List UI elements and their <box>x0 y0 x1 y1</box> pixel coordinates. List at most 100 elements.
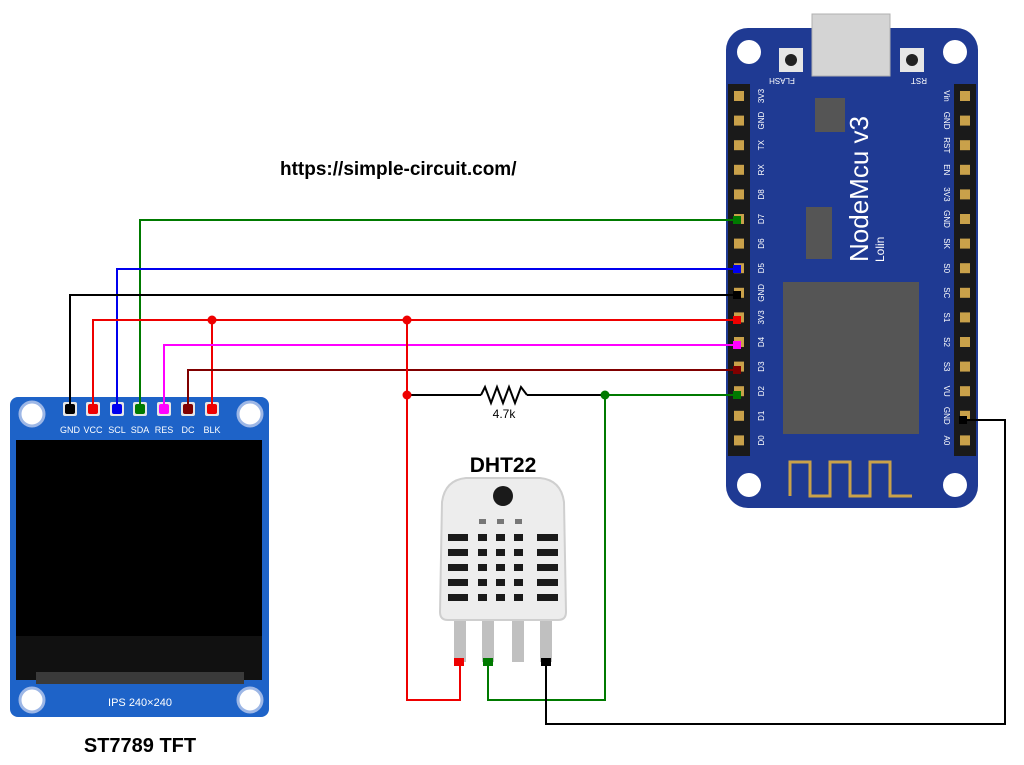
wire-gnd-gnd <box>69 294 737 409</box>
grille-slot <box>478 564 487 571</box>
pin-cap-3v3 <box>733 316 741 324</box>
pin-cap-d7 <box>733 216 741 224</box>
header-pin <box>734 91 744 101</box>
tft-caption: ST7789 TFT <box>84 735 196 757</box>
header-pin <box>960 214 970 224</box>
tft-pin-label: SCL <box>108 425 126 435</box>
wire-res-d4 <box>163 344 737 409</box>
esp-module <box>783 282 919 434</box>
pin-cap-d2 <box>733 391 741 399</box>
header-pin <box>960 410 970 421</box>
right-pin-label: RST <box>942 137 951 153</box>
grille-slot <box>448 564 468 571</box>
junction-dot <box>207 315 217 325</box>
header-pin <box>734 164 744 175</box>
left-pin-label: 3V3 <box>757 88 766 103</box>
mount-hole <box>737 40 761 64</box>
mount-hole <box>18 400 46 428</box>
grille-slot <box>514 579 523 586</box>
grille-slot <box>478 534 487 541</box>
header-pin <box>960 164 970 175</box>
header-pin <box>734 238 744 249</box>
dht22-grille <box>448 519 558 601</box>
header-pin <box>960 386 970 397</box>
mount-hole <box>18 686 46 714</box>
wires <box>69 219 1006 725</box>
grille-slot <box>537 549 558 556</box>
nodemcu-subtitle: Lolin <box>873 237 887 262</box>
dht22-label: DHT22 <box>470 454 537 477</box>
grille-slot <box>514 549 523 556</box>
nodemcu-title: NodeMcu v3 <box>844 116 874 262</box>
left-pin-label: GND <box>757 284 766 302</box>
header-pin <box>734 410 744 421</box>
wire-d2-data <box>487 394 737 701</box>
right-pin-label: Vin <box>942 90 951 101</box>
wire-vcc-3v3 <box>92 319 737 409</box>
grille-slot <box>478 549 487 556</box>
header-pin <box>960 263 970 274</box>
left-pin-label: GND <box>757 111 766 129</box>
grille-slot <box>514 594 523 601</box>
tft-pin-label: BLK <box>203 425 220 435</box>
grille-slot <box>537 594 558 601</box>
dht22-leg <box>512 610 524 662</box>
left-pin-label: D7 <box>757 213 766 224</box>
header-pin <box>960 435 970 446</box>
dht22-leg <box>454 610 466 662</box>
left-pin-label: D1 <box>757 410 766 421</box>
right-pin-label: SC <box>942 287 951 298</box>
right-pin-label: GND <box>942 210 951 228</box>
flash-label: FLASH <box>769 76 795 85</box>
mount-hole <box>943 473 967 497</box>
right-pin-label: S2 <box>942 337 951 347</box>
resistor-label: 4.7k <box>493 407 517 421</box>
header-pin <box>734 435 744 446</box>
pin-cap-right-gnd <box>959 416 967 424</box>
dht22-mount-hole <box>493 486 513 506</box>
site-url: https://simple-circuit.com/ <box>280 159 517 180</box>
grille-slot <box>448 579 468 586</box>
header-pin <box>960 91 970 101</box>
header-pin <box>734 115 744 126</box>
antenna-trace <box>788 460 912 498</box>
header-pin <box>960 238 970 249</box>
tft-flex <box>36 672 244 684</box>
right-pin-label: GND <box>942 112 951 130</box>
left-pin-label: D8 <box>757 189 766 200</box>
header-pin <box>960 312 970 323</box>
grille-slot <box>496 534 505 541</box>
tft-pin-label: DC <box>182 425 195 435</box>
right-pin-label: S1 <box>942 313 951 323</box>
grille-slot <box>448 549 468 556</box>
header-pin <box>734 140 744 151</box>
header-pin <box>960 115 970 126</box>
grille-slot <box>514 534 523 541</box>
mount-hole <box>943 40 967 64</box>
grille-slot <box>448 594 468 601</box>
chip <box>806 207 832 259</box>
right-pin-label: VU <box>942 386 951 397</box>
mount-hole <box>236 400 264 428</box>
junction-dot <box>600 390 610 400</box>
left-pin-label: D2 <box>757 386 766 397</box>
dht22-leg <box>540 610 552 662</box>
dht22-sensor <box>438 477 568 666</box>
header-pin <box>960 361 970 372</box>
left-pin-label: RX <box>757 164 766 176</box>
grille-slot <box>514 564 523 571</box>
grille-slot <box>478 579 487 586</box>
pin-cap-gnd <box>733 291 741 299</box>
usb-connector <box>811 13 891 77</box>
right-pin-label: S3 <box>942 362 951 372</box>
header-pin <box>960 287 970 298</box>
left-pin-label: D0 <box>757 435 766 446</box>
pin-cap-d3 <box>733 366 741 374</box>
nodemcu-board: FLASH RST NodeMcu v3 Lolin 3V3GNDTXRXD8D… <box>726 13 978 508</box>
right-pin-label: 3V3 <box>942 187 951 202</box>
left-pin-label: D6 <box>757 238 766 249</box>
grille-slot <box>496 549 505 556</box>
header-pin <box>960 189 970 200</box>
tft-pin-label: GND <box>60 425 81 435</box>
